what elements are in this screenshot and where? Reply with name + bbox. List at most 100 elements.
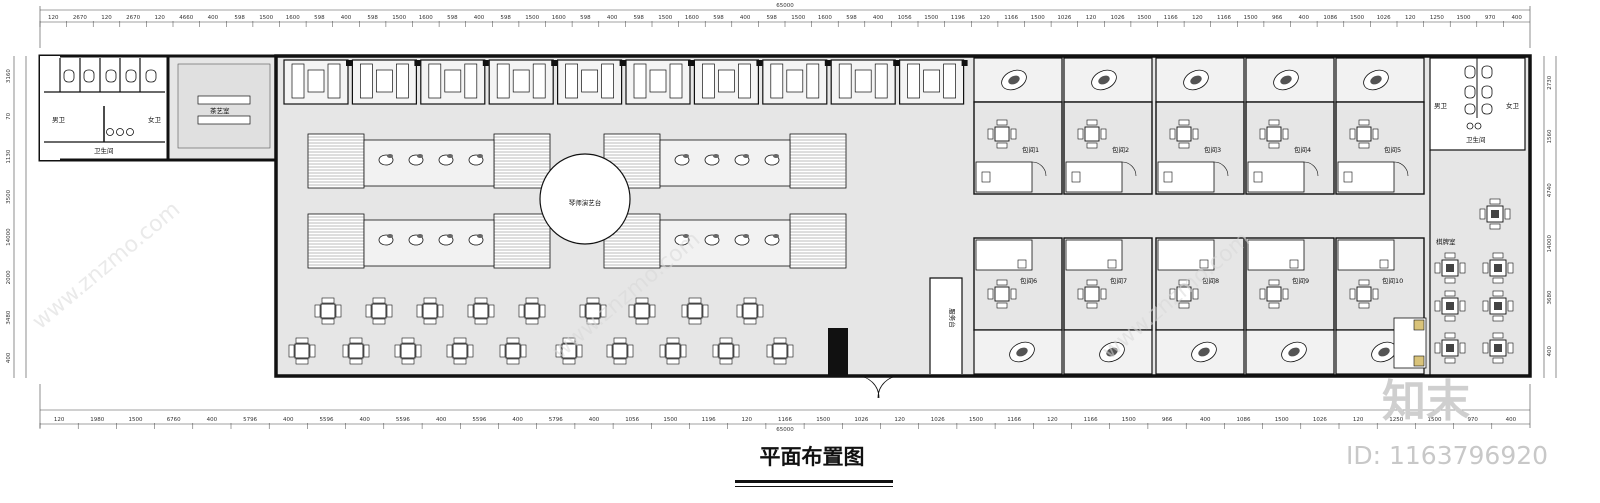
dimension-value: 598 [580, 15, 591, 21]
four-seat-table [628, 297, 656, 325]
chess-table [1482, 290, 1514, 322]
four-seat-table [712, 337, 740, 365]
dimension-value: 1196 [951, 15, 965, 21]
dimension-value: 400 [589, 417, 600, 423]
dimension-value: 120 [742, 417, 753, 423]
left-washroom-block: 男卫 女卫 卫生间 [44, 58, 165, 155]
dimension-value: 1130 [6, 149, 12, 163]
private-room-label: 包间5 [1384, 145, 1401, 154]
dimension-value: 120 [979, 15, 990, 21]
dimension-value: 1500 [969, 417, 983, 423]
dimension-value: 3500 [6, 189, 12, 203]
four-seat-table [394, 337, 422, 365]
dimension-value: 1166 [778, 417, 792, 423]
dimension-value: 1500 [663, 417, 677, 423]
womens-wc-label: 女卫 [148, 115, 162, 124]
dimension-value: 1600 [685, 15, 699, 21]
dimension-value: 5596 [396, 417, 410, 423]
dimension-value: 6760 [167, 417, 181, 423]
dimension-value: 120 [1405, 15, 1416, 21]
dimension-value: 1026 [1377, 15, 1391, 21]
dimension-value: 120 [1086, 15, 1097, 21]
dimension-value: 4740 [1547, 183, 1553, 197]
four-seat-table [314, 297, 342, 325]
dimension-value: 970 [1485, 15, 1496, 21]
dimension-value: 1166 [1217, 15, 1231, 21]
booth [420, 59, 489, 105]
dimension-value: 1500 [392, 15, 406, 21]
dimension-value: 598 [846, 15, 857, 21]
dimension-value: 598 [500, 15, 511, 21]
chess-table [1482, 252, 1514, 284]
booth [898, 59, 968, 105]
dimension-value: 400 [208, 15, 219, 21]
dimension-value: 1026 [1111, 15, 1125, 21]
private-room-label: 包间9 [1292, 276, 1309, 285]
dimension-value: 1056 [625, 417, 639, 423]
dimension-value: 400 [341, 15, 352, 21]
dimension-value: 5596 [320, 417, 334, 423]
dimension-value: 2670 [73, 15, 87, 21]
dimension-value: 120 [1047, 417, 1058, 423]
drawing-title: 平面布置图 [760, 445, 865, 469]
dimension-value: 400 [436, 417, 447, 423]
entrance-doors [856, 375, 901, 399]
booth [556, 59, 626, 105]
dimension-value: 120 [154, 15, 165, 21]
private-room-label: 包间1 [1022, 145, 1039, 154]
private-room: 包间2 [1063, 57, 1153, 195]
booth [488, 59, 558, 105]
dimension-value: 1500 [1244, 15, 1258, 21]
dimension-value: 70 [6, 112, 12, 119]
dimension-value: 598 [447, 15, 458, 21]
dimension-value: 1026 [1313, 417, 1327, 423]
dimension-value: 1500 [259, 15, 273, 21]
four-seat-table [446, 337, 474, 365]
chess-table [1482, 332, 1514, 364]
booth [693, 59, 763, 105]
dimension-value: 1500 [816, 417, 830, 423]
dimension-value: 400 [6, 352, 12, 363]
dimension-value: 400 [740, 15, 751, 21]
left-dimension-lines [13, 56, 27, 378]
four-seat-table [766, 337, 794, 365]
right-womens-wc-label: 女卫 [1506, 101, 1520, 110]
dimension-value: 400 [512, 417, 523, 423]
four-seat-table [365, 297, 393, 325]
four-seat-table [518, 297, 546, 325]
private-room-label: 包间10 [1382, 276, 1403, 285]
dimension-value: 598 [633, 15, 644, 21]
dimension-value: 2670 [126, 15, 140, 21]
watermark-diagonal-1: www.znzmo.com [28, 197, 185, 335]
right-dimension-lines [1543, 56, 1557, 378]
chess-room-label: 棋牌室 [1436, 237, 1456, 246]
watermark-logo: 知末 [1382, 376, 1470, 427]
four-seat-table [555, 337, 583, 365]
dimension-value: 1026 [931, 417, 945, 423]
private-room: 包间8 [1155, 237, 1245, 375]
dimension-value: 1250 [1389, 417, 1403, 423]
private-room-label: 包间8 [1202, 276, 1219, 285]
four-seat-table [579, 297, 607, 325]
dimension-value: 1500 [1031, 15, 1045, 21]
dimension-value: 1500 [658, 15, 672, 21]
dimension-value: 1196 [702, 417, 716, 423]
dimension-value: 598 [234, 15, 245, 21]
dimension-value: 1500 [791, 15, 805, 21]
private-room: 包间3 [1155, 57, 1245, 195]
dimension-value: 14000 [1547, 235, 1553, 253]
dimension-value: 400 [873, 15, 884, 21]
service-desk: 服务台 [929, 277, 963, 374]
dimension-value: 1086 [1237, 417, 1251, 423]
tea-room: 茶艺室 [177, 63, 271, 149]
dimension-value: 1166 [1007, 417, 1021, 423]
dimension-value: 598 [713, 15, 724, 21]
dimension-value: 120 [894, 417, 905, 423]
dimension-value: 598 [766, 15, 777, 21]
dimension-value: 3160 [6, 69, 12, 83]
private-room-label: 包间7 [1110, 276, 1127, 285]
dimension-value: 120 [1192, 15, 1203, 21]
